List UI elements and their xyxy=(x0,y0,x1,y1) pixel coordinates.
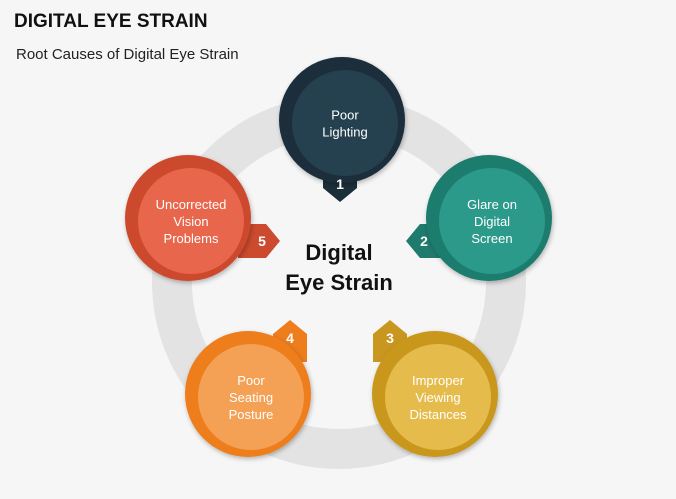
center-title-line-1: Digital xyxy=(305,240,372,265)
node-label-line: Vision xyxy=(173,214,208,229)
node-label-line: Viewing xyxy=(415,390,460,405)
node-fill xyxy=(198,344,304,450)
node-fill xyxy=(138,168,244,274)
page-title: DIGITAL EYE STRAIN xyxy=(14,11,208,32)
page-subtitle: Root Causes of Digital Eye Strain xyxy=(16,46,239,63)
node-label-line: Seating xyxy=(229,390,273,405)
node-fill xyxy=(439,168,545,274)
node-label-line: Poor xyxy=(237,373,265,388)
node-label-line: Screen xyxy=(471,231,512,246)
node-label-line: Glare on xyxy=(467,197,517,212)
node-label-line: Posture xyxy=(229,407,274,422)
node-label-line: Problems xyxy=(164,231,219,246)
badge-number: 2 xyxy=(420,233,428,249)
badge-number: 3 xyxy=(386,330,394,346)
node-fill xyxy=(385,344,491,450)
node-fill xyxy=(292,70,398,176)
badge-number: 4 xyxy=(286,330,294,346)
node-label-line: Uncorrected xyxy=(156,197,227,212)
badge-number: 1 xyxy=(336,176,344,192)
node-label-line: Poor xyxy=(331,108,359,123)
node-label-line: Digital xyxy=(474,214,510,229)
node-label-line: Lighting xyxy=(322,125,368,140)
badge-number: 5 xyxy=(258,233,266,249)
node-label-line: Improper xyxy=(412,373,465,388)
center-title-line-2: Eye Strain xyxy=(285,270,393,295)
node-label-line: Distances xyxy=(409,407,467,422)
